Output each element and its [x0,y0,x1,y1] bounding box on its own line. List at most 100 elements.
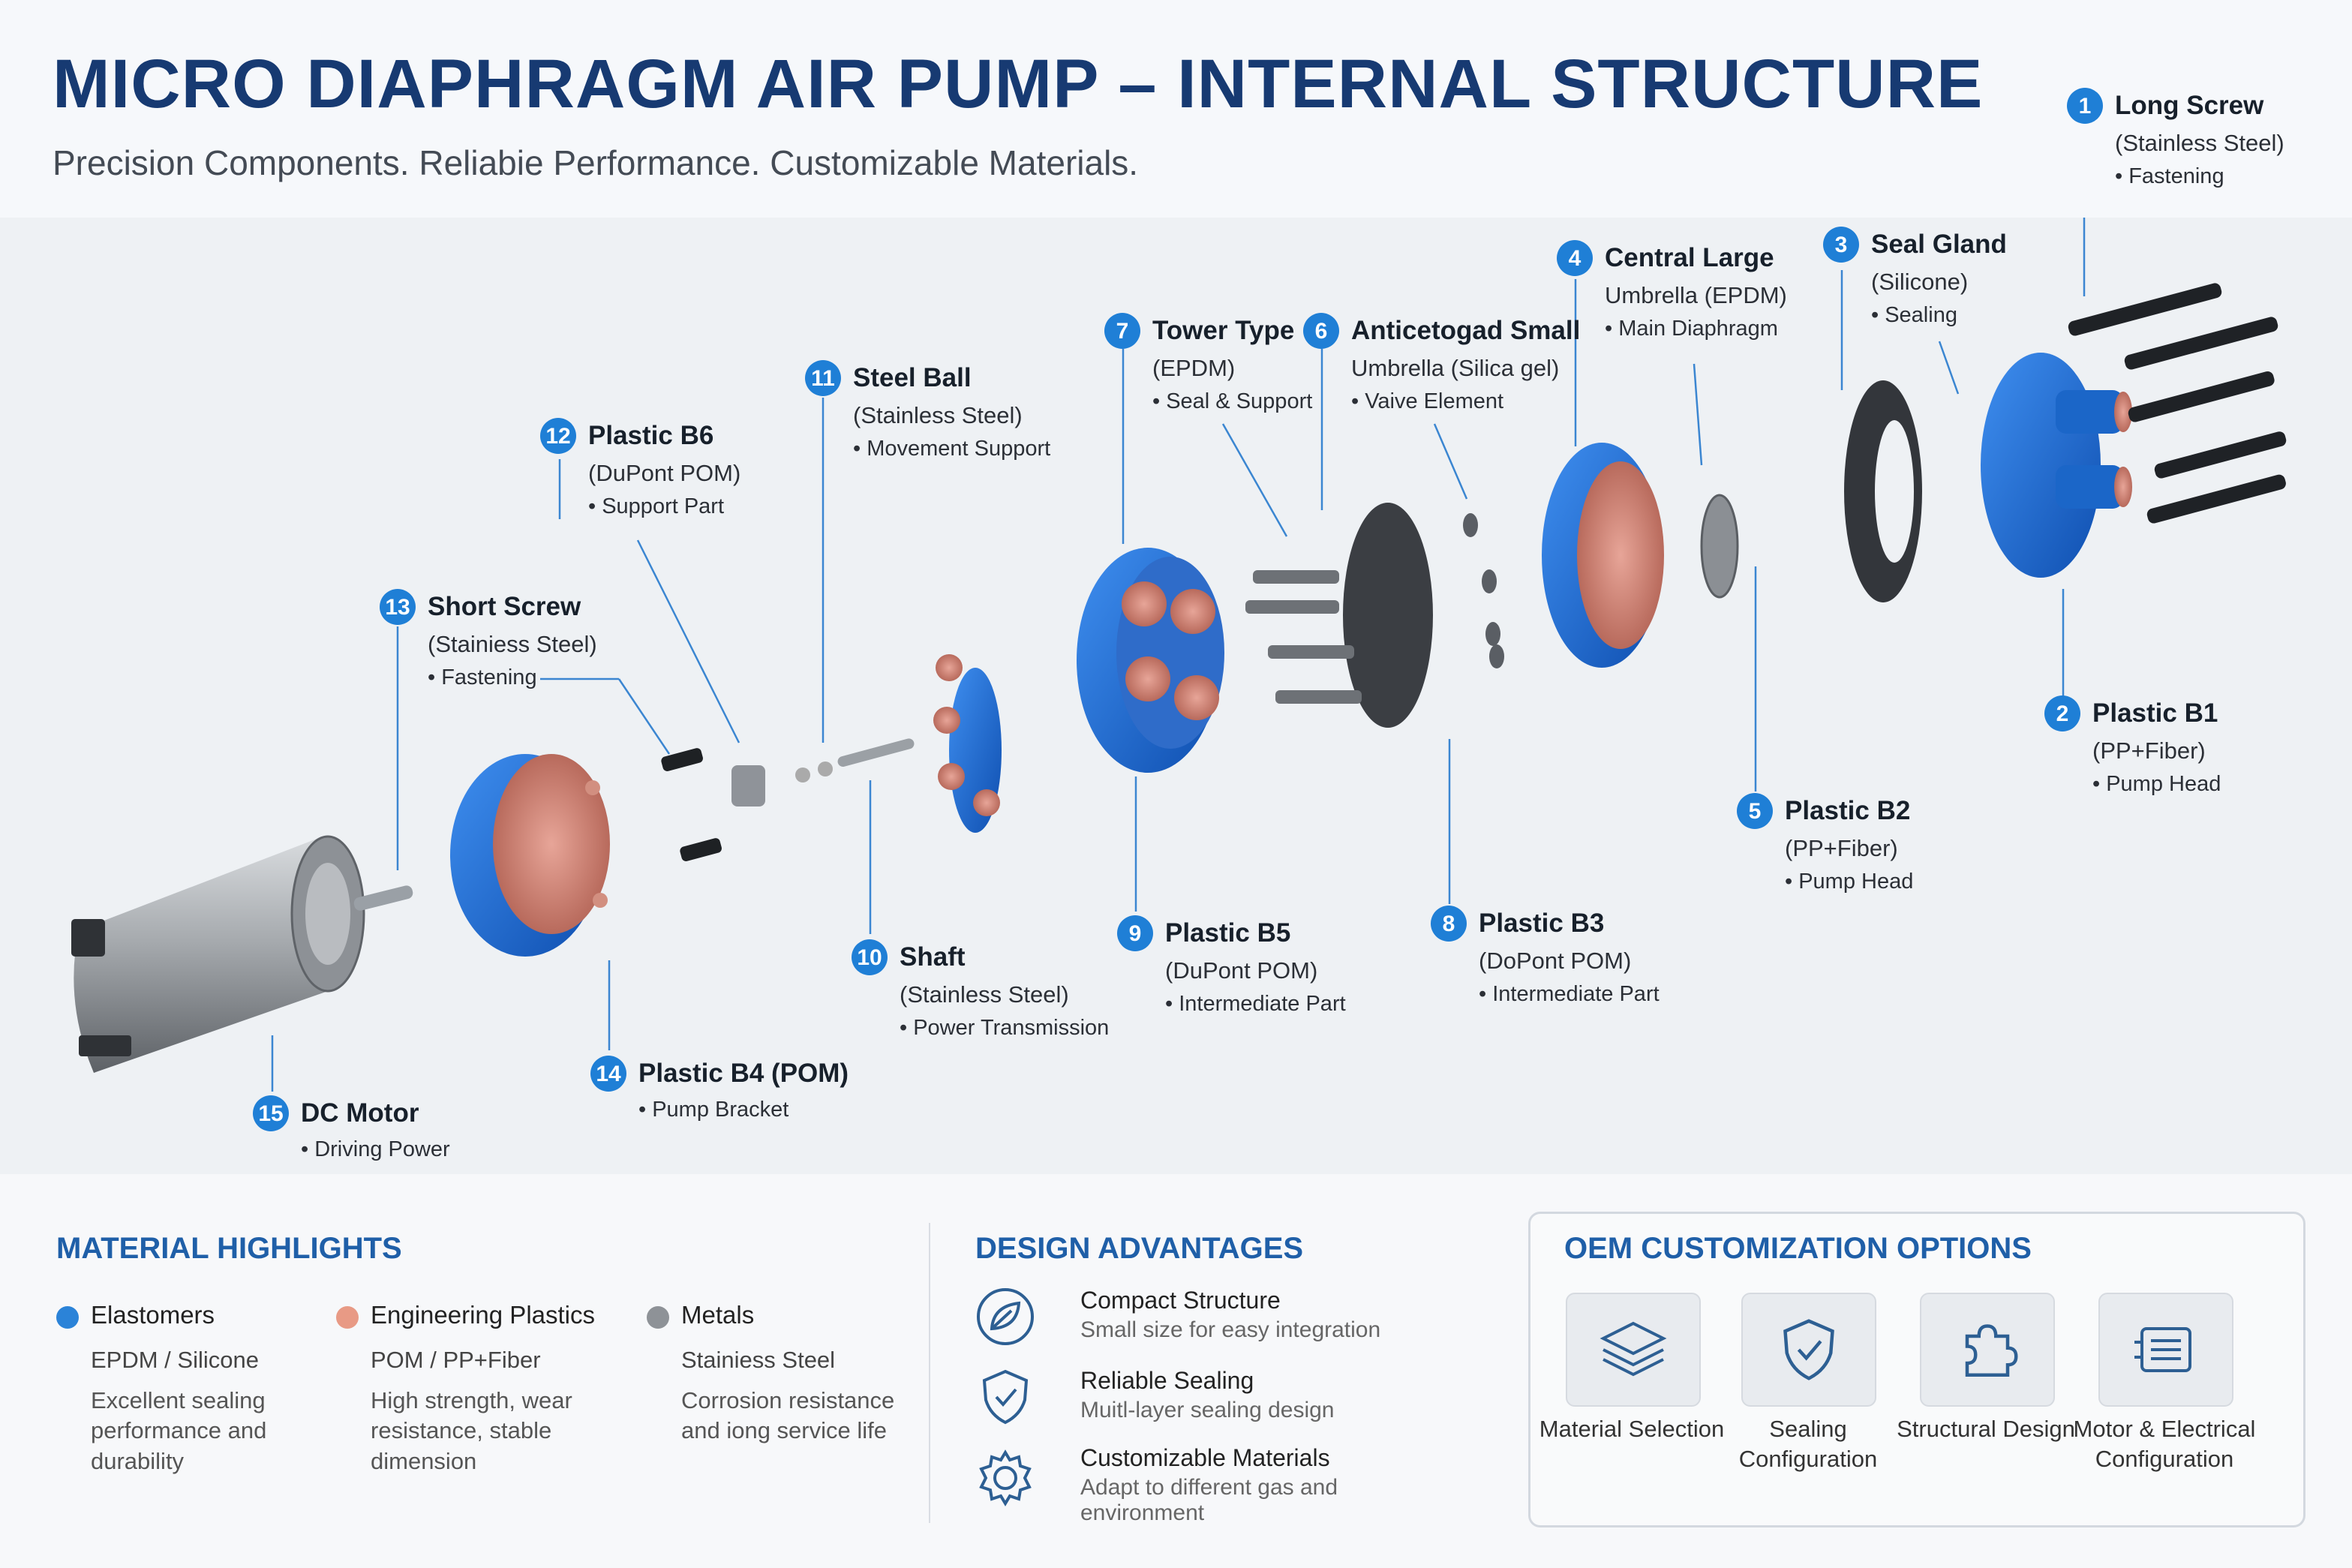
material-types: POM / PP+Fiber [371,1346,541,1373]
oem-card-motor[interactable] [2098,1293,2233,1407]
oem-label: Sealing Configuration [1738,1416,1878,1473]
callout-material: Umbrella (Silica gel) [1351,354,1560,381]
small-umbrellas-shape [1463,513,1504,668]
page-title: MICRO DIAPHRAGM AIR PUMP – INTERNAL STRU… [53,46,1984,122]
exploded-view-area [0,218,2352,1174]
callout-name: Short Screw [428,592,581,621]
advantage-desc: Muitl-layer sealing design [1080,1398,1335,1422]
plastic-b2-shape [1542,443,1664,668]
plastic-b5-shape [933,654,1002,833]
callout-name: Anticetogad Small [1351,316,1581,345]
callout-use: • Seal & Support [1152,389,1313,413]
material-item-elastomers: Elastomers EPDM / Silicone Excellent sea… [56,1299,338,1476]
advantage-compact: Compact Structure Small size for easy in… [1080,1287,1380,1343]
callout-name: Shaft [900,942,966,972]
number-badge: 10 [852,939,888,976]
callout-use: • Fastening [428,665,537,689]
callout-use: • Pump Head [1785,870,1914,894]
seal-gland-shape [1844,380,1922,602]
central-umbrella-shape [1700,494,1739,599]
motor-icon [2134,1327,2191,1372]
plastic-dot-icon [336,1305,359,1329]
callout-use: • Pump Head [2092,772,2221,796]
material-desc: Excellent sealing performance and durabi… [91,1387,267,1474]
plastic-b1-shape [1981,353,2132,578]
material-desc: High strength, wear resistance, stable d… [371,1387,572,1474]
callout-name: Seal Gland [1871,230,2007,259]
material-item-metals: Metals Stainiess Steel Corrosion resista… [647,1299,929,1446]
material-name: Metals [681,1301,755,1329]
oem-card-material[interactable] [1566,1293,1701,1407]
callout-use: • Intermediate Part [1165,992,1346,1016]
number-badge: 9 [1117,915,1153,952]
callout-material: (Stainless Steel) [2115,129,2284,156]
tower-type-shape [1245,503,1433,728]
design-advantages-title: DESIGN ADVANTAGES [975,1232,1304,1265]
callout-12: 12 Plastic B6 (DuPont POM) • Support Part [540,416,740,524]
callout-material: (Silicone) [1871,268,1969,295]
number-badge: 2 [2044,695,2080,732]
callout-name: Plastic B1 [2092,698,2218,728]
material-types: EPDM / Silicone [91,1346,259,1373]
callout-use: • Support Part [588,494,725,518]
oem-label: Material Selection [1539,1416,1725,1442]
callout-use: • Sealing [1871,303,1957,327]
long-screws-shape [2068,283,2287,524]
oem-label: Motor & Electrical Configuration [2073,1416,2256,1473]
callout-material: (DuPont POM) [588,459,741,486]
section-divider [929,1223,930,1523]
dc-motor-shape [71,835,413,1073]
callout-name: Plastic B4 (POM) [638,1059,849,1088]
callout-material: (Stainless Steel) [900,981,1069,1008]
number-badge: 15 [253,1095,289,1132]
exploded-diagram [71,218,2287,1092]
leaf-icon [977,1288,1034,1345]
callout-material: (Stainless Steel) [853,401,1023,428]
oem-card-sealing[interactable] [1741,1293,1876,1407]
callout-use: • Intermediate Part [1479,982,1660,1006]
number-badge: 8 [1431,906,1467,942]
small-parts-shape [661,738,915,861]
shield-check-icon [1783,1319,1834,1380]
callout-name: Long Screw [2115,91,2264,120]
advantage-sealing: Reliable Sealing Muitl-layer sealing des… [1080,1367,1335,1423]
oem-label: Structural Design [1897,1416,2075,1442]
callout-name: DC Motor [301,1098,419,1128]
number-badge: 6 [1303,313,1339,350]
callout-6: 6 Anticetogad Small Umbrella (Silica gel)… [1303,311,1580,419]
callout-use: • Pump Bracket [638,1097,789,1122]
number-badge: 12 [540,418,576,455]
advantage-title: Reliable Sealing [1080,1367,1254,1394]
callout-material: (DuPont POM) [1165,957,1318,984]
elastomer-dot-icon [56,1305,79,1329]
callout-material: (DoPont POM) [1479,947,1632,974]
plastic-b3-shape [1077,548,1224,773]
callout-name: Plastic B2 [1785,796,1911,825]
advantage-customizable: Customizable Materials Adapt to differen… [1080,1444,1395,1526]
callout-use: • Fastening [2115,164,2224,188]
material-desc: Corrosion resistance and iong service li… [681,1387,895,1444]
oem-title: OEM CUSTOMIZATION OPTIONS [1564,1232,2032,1265]
material-types: Stainiess Steel [681,1346,836,1373]
callout-use: • Movement Support [853,437,1051,461]
plastic-b4-shape [450,754,610,957]
gear-icon [979,1449,1032,1506]
material-item-plastics: Engineering Plastics POM / PP+Fiber High… [336,1299,618,1476]
callout-use: • Vaive Element [1351,389,1504,413]
callout-name: Plastic B6 [588,421,714,450]
number-badge: 4 [1557,240,1593,277]
number-badge: 13 [380,589,416,626]
number-badge: 11 [805,360,841,397]
oem-card-structural[interactable] [1920,1293,2055,1407]
